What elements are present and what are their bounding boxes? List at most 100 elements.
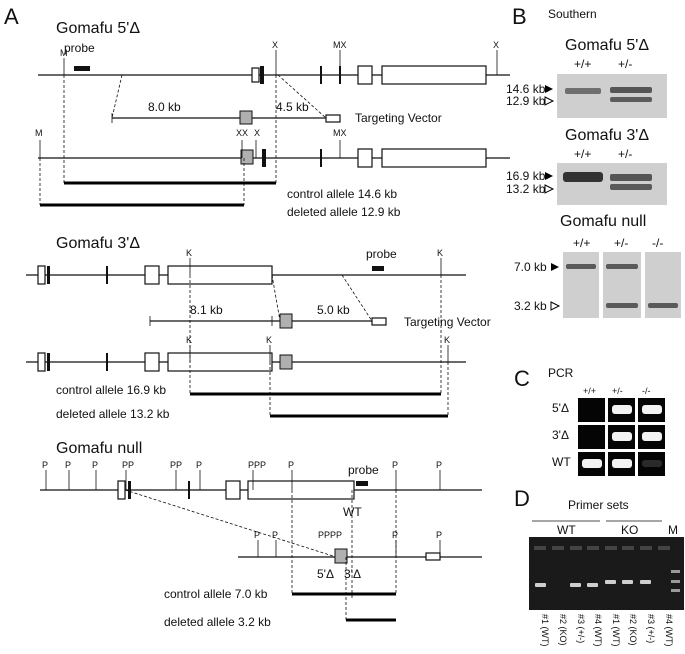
svg-text:P: P xyxy=(65,460,71,470)
svg-text:P: P xyxy=(92,460,98,470)
g5-wildtype-locus: M probe X MX X xyxy=(38,40,510,85)
svg-text:+/-: +/- xyxy=(612,386,623,396)
panel-d-letter: D xyxy=(514,486,530,511)
pcr-gel: +/+ +/- -/- 5'Δ 3'Δ WT xyxy=(552,386,665,476)
g3-control-allele: control allele 16.9 kb xyxy=(56,383,166,397)
svg-text:KO: KO xyxy=(621,523,638,537)
svg-text:WT: WT xyxy=(557,523,576,537)
svg-text:P: P xyxy=(436,530,442,540)
g5-title: Gomafu 5'Δ xyxy=(56,20,140,37)
g3-targeting-vector: 8.1 kb 5.0 kb Targeting Vector xyxy=(149,274,491,329)
svg-text:#1 (WT): #1 (WT) xyxy=(540,614,550,647)
arrow-solid-icon xyxy=(545,85,553,93)
blot-3-band-het-bottom xyxy=(610,184,652,190)
svg-text:+/-: +/- xyxy=(618,147,632,161)
svg-text:X: X xyxy=(272,40,278,50)
svg-text:K: K xyxy=(266,335,272,345)
svg-text:K: K xyxy=(437,248,443,258)
svg-text:14.6 kb: 14.6 kb xyxy=(506,82,546,96)
blot-null-lane-wt xyxy=(563,252,599,318)
g5-len-right: 4.5 kb xyxy=(276,100,309,114)
gnull-wildtype-locus: probe WT xyxy=(40,463,482,519)
arrow-open-icon xyxy=(550,301,561,311)
svg-text:#4 (WT): #4 (WT) xyxy=(593,614,603,647)
blot-3-band-wt xyxy=(563,172,603,182)
svg-text:P: P xyxy=(196,460,202,470)
g3-deleted-allele: deleted allele 13.2 kb xyxy=(56,407,170,421)
svg-text:Gomafu 3'Δ: Gomafu 3'Δ xyxy=(565,127,649,144)
svg-text:+/+: +/+ xyxy=(573,236,590,250)
gnull-probe-label: probe xyxy=(348,463,379,477)
arrow-open-icon xyxy=(544,96,555,106)
gnull-title: Gomafu null xyxy=(56,440,142,457)
g3-len-right: 5.0 kb xyxy=(317,303,350,317)
g5-deleted-allele: deleted allele 12.9 kb xyxy=(287,205,401,219)
svg-text:Gomafu 5'Δ: Gomafu 5'Δ xyxy=(565,37,649,54)
primer-sets-title: Primer sets xyxy=(568,498,629,512)
svg-text:+/+: +/+ xyxy=(574,57,591,71)
gnull-p-sites-top: P P P PP PP P PPP P P P xyxy=(42,460,442,490)
svg-text:P: P xyxy=(392,460,398,470)
gnull-control-allele: control allele 7.0 kb xyxy=(164,587,268,601)
blot-5-membrane xyxy=(557,74,667,118)
gnull-primer-wt: WT xyxy=(343,505,362,519)
g3-targeted-locus: K K K control allele 16.9 kb deleted all… xyxy=(26,275,466,421)
svg-text:Gomafu null: Gomafu null xyxy=(560,213,646,230)
gnull-deleted-allele: deleted allele 3.2 kb xyxy=(164,615,271,629)
svg-text:MX: MX xyxy=(333,128,347,138)
svg-text:16.9 kb: 16.9 kb xyxy=(506,169,546,183)
g3-title: Gomafu 3'Δ xyxy=(56,235,140,252)
svg-text:M: M xyxy=(668,523,678,537)
svg-text:7.0 kb: 7.0 kb xyxy=(514,260,547,274)
gnull-targeted-locus: P P PPPP P P 5'Δ 3'Δ control allele 7.0 … xyxy=(124,489,482,629)
gnull-primer-5: 5'Δ xyxy=(317,567,334,581)
svg-text:#3 (+/-): #3 (+/-) xyxy=(576,614,586,643)
svg-text:P: P xyxy=(272,530,278,540)
svg-text:P: P xyxy=(288,460,294,470)
svg-text:P: P xyxy=(42,460,48,470)
svg-text:-/-: -/- xyxy=(642,386,651,396)
southern-blot-3: Gomafu 3'Δ +/+ +/- 16.9 kb 13.2 kb xyxy=(506,127,667,205)
svg-text:M: M xyxy=(35,128,43,138)
blot-5-band-het-top xyxy=(610,87,652,93)
svg-text:+/-: +/- xyxy=(618,57,632,71)
svg-text:P: P xyxy=(392,530,398,540)
svg-text:PP: PP xyxy=(170,460,182,470)
svg-text:X: X xyxy=(493,40,499,50)
g5-targeting-vector: 8.0 kb 4.5 kb Targeting Vector xyxy=(111,74,442,125)
svg-text:WT: WT xyxy=(552,455,571,469)
svg-text:P: P xyxy=(254,530,260,540)
southern-blot-null: Gomafu null +/+ +/- -/- 7.0 kb 3.2 kb xyxy=(514,213,681,318)
g5-probe-bar xyxy=(74,66,90,71)
svg-text:+/+: +/+ xyxy=(583,386,596,396)
svg-text:XX: XX xyxy=(236,128,248,138)
svg-text:#2 (KO): #2 (KO) xyxy=(628,614,638,646)
southern-blot-5: Gomafu 5'Δ +/+ +/- 14.6 kb 12.9 kb xyxy=(506,37,667,118)
svg-text:13.2 kb: 13.2 kb xyxy=(506,182,546,196)
svg-text:X: X xyxy=(254,128,260,138)
panel-a-letter: A xyxy=(4,4,19,29)
blot-3-band-het-top xyxy=(610,174,652,181)
g3-tv-label: Targeting Vector xyxy=(404,315,491,329)
svg-text:3.2 kb: 3.2 kb xyxy=(514,299,547,313)
svg-text:#3 (+/-): #3 (+/-) xyxy=(646,614,656,643)
panel-b-letter: B xyxy=(512,4,527,29)
arrow-solid-icon xyxy=(551,263,559,271)
svg-text:PP: PP xyxy=(122,460,134,470)
svg-text:PPP: PPP xyxy=(248,460,266,470)
svg-text:#1 (WT): #1 (WT) xyxy=(611,614,621,647)
g3-len-left: 8.1 kb xyxy=(190,303,223,317)
g3-wildtype-locus: K probe K xyxy=(26,247,466,285)
pcr-title: PCR xyxy=(548,366,574,380)
g5-control-allele: control allele 14.6 kb xyxy=(287,187,397,201)
blot-5-band-wt xyxy=(565,88,601,94)
svg-text:-/-: -/- xyxy=(652,236,663,250)
svg-text:MX: MX xyxy=(333,40,347,50)
southern-title: Southern xyxy=(548,7,597,21)
g5-targeted-locus: M XX X MX control allele 14.6 kb deleted… xyxy=(35,75,510,219)
arrow-solid-icon xyxy=(545,172,553,180)
svg-text:+/-: +/- xyxy=(614,236,628,250)
panel-c-letter: C xyxy=(514,366,530,391)
svg-text:5'Δ: 5'Δ xyxy=(552,401,569,415)
